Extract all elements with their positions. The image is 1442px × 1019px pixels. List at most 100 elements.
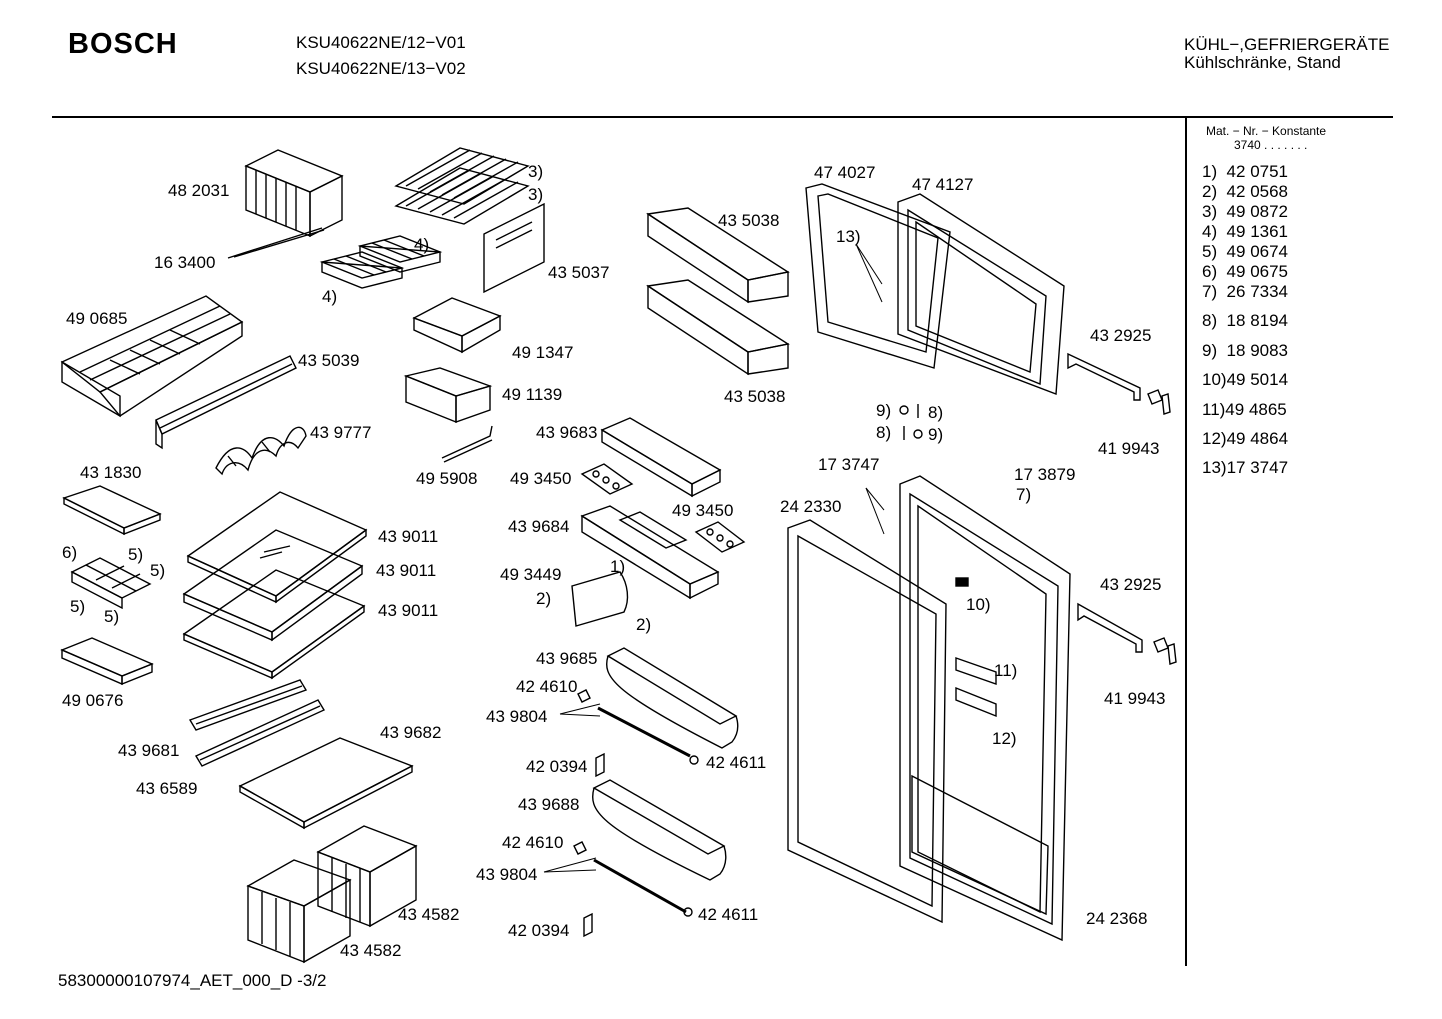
callout-7: 7) <box>1016 485 1031 504</box>
callout-labels: 48 2031 16 3400 49 0685 3) 3) 4) 4) 43 5… <box>62 162 1165 960</box>
callout-8b: 8) <box>876 423 891 442</box>
callout-2b: 2) <box>636 615 651 634</box>
callout-424611a: 42 4611 <box>706 753 766 772</box>
door-bin-part <box>600 417 722 498</box>
callout-435039: 43 5039 <box>298 351 359 370</box>
callout-5d: 5) <box>104 607 119 626</box>
handle-cover-part <box>1147 389 1177 665</box>
freezer-door-part <box>897 193 1065 395</box>
legend-row: 8) 18 8194 <box>1202 311 1289 330</box>
flap-panel-part <box>483 202 545 294</box>
category-subtitle: Kühlschränke, Stand <box>1184 53 1341 72</box>
callout-5b: 5) <box>150 561 165 580</box>
document-id: 58300000107974_AET_000_D -3/2 <box>58 971 327 990</box>
callout-4a: 4) <box>414 235 429 254</box>
butter-flap-part <box>571 571 629 627</box>
handle-lower-part <box>1077 602 1143 653</box>
egg-insert-part <box>70 557 152 610</box>
freezer-shelf-part <box>60 295 244 418</box>
callout-491347: 49 1347 <box>512 343 573 362</box>
bottle-rack-part <box>215 426 307 476</box>
callout-9b: 9) <box>928 425 943 444</box>
callout-434582b: 43 4582 <box>340 941 401 960</box>
callout-424611b: 42 4611 <box>698 905 758 924</box>
callout-420394a: 42 0394 <box>526 757 587 776</box>
callout-490685: 49 0685 <box>66 309 127 328</box>
crisper-drawer-part <box>246 825 418 964</box>
legend-row: 6) 49 0675 <box>1202 262 1289 281</box>
callout-419943b: 41 9943 <box>1104 689 1165 708</box>
glass-shelf-part <box>182 491 368 680</box>
callout-419943a: 41 9943 <box>1098 439 1159 458</box>
callout-482031: 48 2031 <box>168 181 229 200</box>
brand-logo: BOSCH <box>68 28 178 60</box>
constant-header: Mat. − Nr. − Konstante 3740 . . . . . . … <box>1206 124 1326 152</box>
category-title: KÜHL−,GEFRIERGERÄTE <box>1184 35 1390 54</box>
front-strip-part <box>155 355 297 450</box>
divider-rack-part <box>244 149 344 238</box>
glass-plate-part <box>238 737 414 830</box>
callout-8a: 8) <box>928 403 943 422</box>
shallow-tray-part <box>60 637 154 686</box>
callout-435038a: 43 5038 <box>718 211 779 230</box>
callout-439777: 43 9777 <box>310 423 371 442</box>
model-number-1: KSU40622NE/12−V01 <box>296 33 466 52</box>
callout-242330: 24 2330 <box>780 497 841 516</box>
callout-12: 12) <box>992 729 1017 748</box>
callout-439804b: 43 9804 <box>476 865 537 884</box>
callout-439688: 43 9688 <box>518 795 579 814</box>
trim-strip-part <box>188 679 326 767</box>
callout-420394b: 42 0394 <box>508 921 569 940</box>
callout-173879: 17 3879 <box>1014 465 1075 484</box>
callout-432925a: 43 2925 <box>1090 326 1151 345</box>
callout-9a: 9) <box>876 401 891 420</box>
callout-439684: 43 9684 <box>508 517 569 536</box>
callout-491139: 49 1139 <box>502 385 562 404</box>
callout-439011c: 43 9011 <box>378 601 438 620</box>
callout-3a: 3) <box>528 162 543 181</box>
callout-3b: 3) <box>528 185 543 204</box>
callout-436589: 43 6589 <box>136 779 197 798</box>
callout-424610a: 42 4610 <box>516 677 577 696</box>
callout-431830: 43 1830 <box>80 463 141 482</box>
legend-row: 7) 26 7334 <box>1202 282 1289 301</box>
legend-row: 2) 42 0568 <box>1202 182 1289 201</box>
callout-439681: 43 9681 <box>118 741 179 760</box>
freezer-gasket-part <box>805 183 951 369</box>
leader-lines <box>543 243 885 873</box>
model-number-2: KSU40622NE/13−V02 <box>296 59 466 78</box>
legend-row: 12)49 4864 <box>1202 429 1289 448</box>
tray-holder-part <box>412 297 502 354</box>
callout-474027: 47 4027 <box>814 163 875 182</box>
callout-11: 11) <box>994 661 1017 680</box>
legend-row: 10)49 5014 <box>1202 370 1289 389</box>
legend-row: 5) 49 0674 <box>1202 242 1289 261</box>
callout-474127: 47 4127 <box>912 175 973 194</box>
callout-439804a: 43 9804 <box>486 707 547 726</box>
parts-artwork <box>60 147 1177 964</box>
callout-2a: 2) <box>536 589 551 608</box>
constant-value: 3740 <box>1234 138 1261 152</box>
screw-part <box>899 404 923 440</box>
rod-part <box>227 227 323 259</box>
callout-163400: 16 3400 <box>154 253 215 272</box>
callout-493450b: 49 3450 <box>672 501 733 520</box>
callout-490676: 49 0676 <box>62 691 123 710</box>
callout-439683: 43 9683 <box>536 423 597 442</box>
ice-drawer-part <box>403 367 493 424</box>
callout-5a: 5) <box>128 545 143 564</box>
callout-493450a: 49 3450 <box>510 469 571 488</box>
small-clip-part <box>573 689 699 938</box>
legend-row: 3) 49 0872 <box>1202 202 1289 221</box>
callout-10: 10) <box>966 595 991 614</box>
callout-435037: 43 5037 <box>548 263 609 282</box>
ice-grid-part <box>394 147 530 225</box>
callout-432925b: 43 2925 <box>1100 575 1161 594</box>
callout-439011a: 43 9011 <box>378 527 438 546</box>
callout-439682: 43 9682 <box>380 723 441 742</box>
callout-434582a: 43 4582 <box>398 905 459 924</box>
legend-row: 1) 42 0751 <box>1202 162 1289 181</box>
callout-4b: 4) <box>322 287 337 306</box>
handle-upper-part <box>1067 352 1141 401</box>
